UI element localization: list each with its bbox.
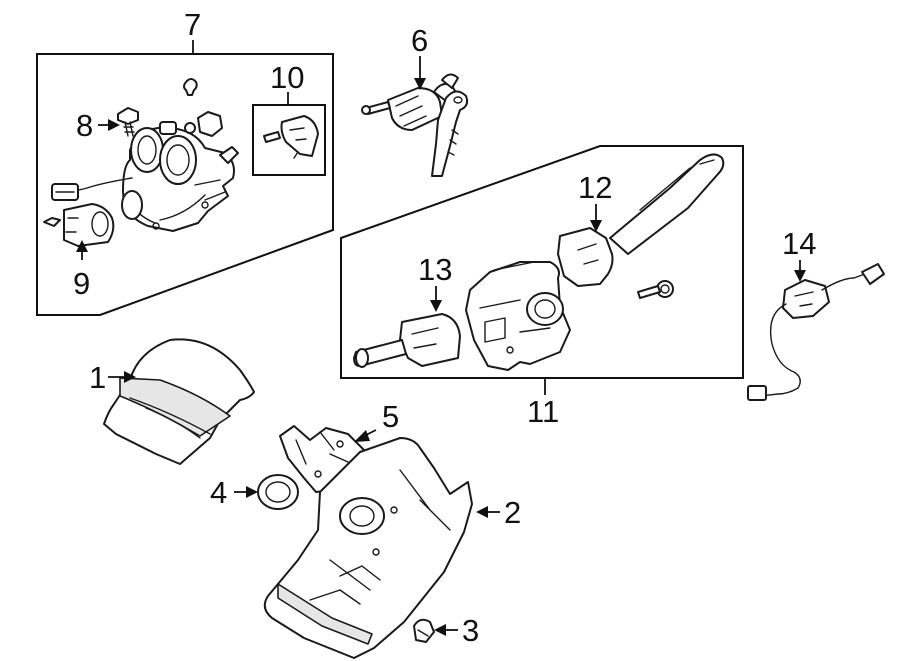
callout-10: 10 <box>270 60 304 95</box>
group-7-lock-housing-assembly <box>36 40 334 316</box>
callout-7: 7 <box>184 7 201 42</box>
callout-12: 12 <box>578 170 612 205</box>
group-11-frame <box>340 145 744 379</box>
callout-12-arrowhead <box>590 220 602 232</box>
ignition-switch-part <box>43 203 115 247</box>
clip-part <box>413 618 435 643</box>
callout-6: 6 <box>411 23 428 58</box>
lock-cylinder-with-keys-part <box>361 73 469 177</box>
callout-14-arrowhead <box>794 270 806 282</box>
callout-4: 4 <box>210 475 227 510</box>
callout-13: 13 <box>418 252 452 287</box>
harness-connector-part <box>51 177 133 201</box>
callout-6-arrowhead <box>414 78 426 90</box>
housing-screw-part <box>183 78 198 96</box>
bolt-8-part <box>117 107 139 137</box>
callout-5-arrowhead <box>354 430 370 442</box>
callout-2: 2 <box>504 495 521 530</box>
callout-14: 14 <box>782 226 816 261</box>
callout-3-arrowhead <box>434 624 446 636</box>
lock-housing-part <box>121 111 239 232</box>
switch-body-part <box>465 261 571 371</box>
callout-9-arrowhead <box>76 240 88 252</box>
lower-column-cover-part <box>263 437 473 659</box>
wiper-switch-lever-part <box>557 153 725 287</box>
group-11-combination-switch <box>340 145 744 395</box>
callout-5: 5 <box>382 399 399 434</box>
callout-2-arrowhead <box>476 506 488 518</box>
ring-part <box>257 474 299 510</box>
sensor-harness-part <box>747 263 885 401</box>
turn-signal-lever-part <box>353 313 461 368</box>
callout-1-arrowhead <box>124 371 136 383</box>
callout-4-arrowhead <box>246 486 258 498</box>
callout-8: 8 <box>76 108 93 143</box>
group-10-frame <box>252 104 326 176</box>
upper-column-cover-part <box>103 338 255 465</box>
callout-13-arrowhead <box>430 300 442 312</box>
key-cylinder-part <box>263 115 319 159</box>
switch-screw-part <box>637 280 674 299</box>
group-7-frame <box>36 53 334 316</box>
callout-9: 9 <box>73 266 90 301</box>
callout-1: 1 <box>89 360 106 395</box>
callout-3: 3 <box>462 613 479 648</box>
callout-11: 11 <box>527 394 559 429</box>
callout-8-arrowhead <box>108 119 120 131</box>
